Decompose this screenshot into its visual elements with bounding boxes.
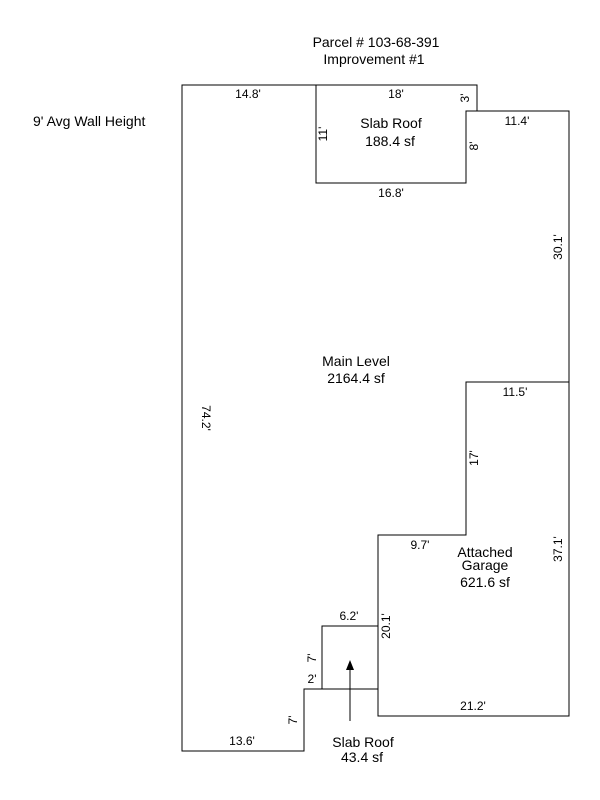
dim-top-left: 14.8' [235,87,261,101]
dim-garage-top: 9.7' [411,538,430,552]
dim-small-step: 2' [308,672,317,686]
dim-step-vertical: 17' [467,450,481,466]
slab-roof-top-outline [315,85,477,184]
dim-slab-right-step: 3' [458,94,472,103]
dim-porch-top: 6.2' [340,609,359,623]
dim-slab-top: 18' [388,87,404,101]
dim-right-top: 11.4' [505,114,530,128]
slab-roof-porch-area: 43.4 sf [341,749,383,765]
main-level-name: Main Level [322,353,390,369]
wall-height-note: 9' Avg Wall Height [33,113,146,129]
dim-bottom-step: 7' [286,716,300,725]
main-level-area: 2164.4 sf [327,370,385,386]
dim-slab-left: 11' [316,127,330,142]
dim-step-top: 11.5' [503,385,528,399]
dim-right-upper: 30.1' [551,234,565,260]
dim-bottom-left: 13.6' [229,734,255,748]
improvement-label: Improvement #1 [323,51,424,67]
dim-porch-left: 7' [305,654,319,663]
slab-roof-porch-outline [321,625,378,689]
slab-roof-top-area: 188.4 sf [365,133,415,149]
slab-roof-top-name: Slab Roof [360,115,422,131]
garage-name-line2: Garage [462,557,509,573]
entry-arrow-head [346,660,354,670]
parcel-number: Parcel # 103-68-391 [313,34,440,50]
dim-garage-bottom: 21.2' [460,699,486,713]
dim-left-side: 74.2' [199,405,213,431]
garage-name-line1: Attached [457,544,512,560]
garage-area: 621.6 sf [460,574,510,590]
slab-roof-porch-name: Slab Roof [332,734,394,750]
dim-right-lower: 37.1' [551,536,565,562]
dim-slab-bottom: 16.8' [378,186,404,200]
main-level-outline [181,84,570,752]
dim-slab-right: 8' [467,142,481,151]
dim-garage-left: 20.1' [379,613,393,639]
garage-outline [377,381,569,716]
